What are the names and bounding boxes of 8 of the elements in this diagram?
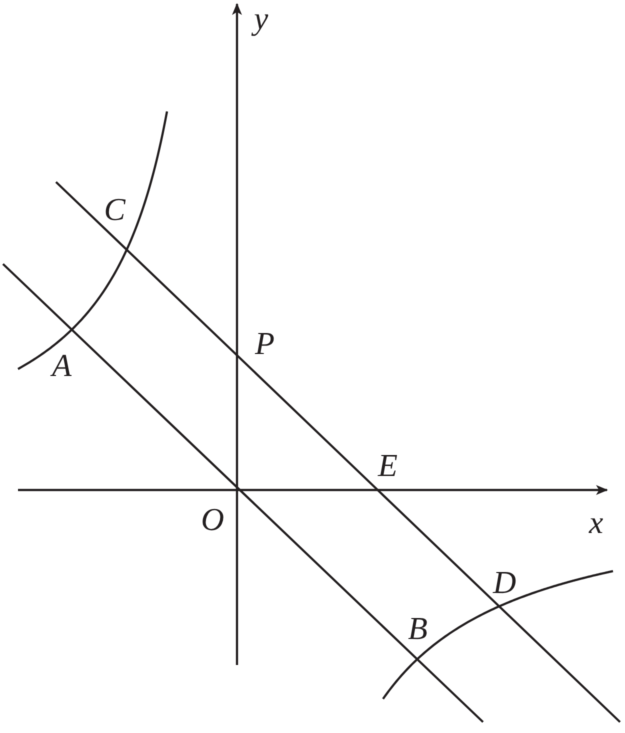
point-label: A bbox=[52, 349, 72, 381]
point-label: E bbox=[378, 449, 398, 481]
point-label: B bbox=[408, 612, 428, 644]
point-label: C bbox=[104, 193, 126, 225]
point-label: D bbox=[493, 566, 516, 598]
axis-label: x bbox=[589, 506, 604, 538]
point-label: O bbox=[201, 503, 224, 535]
point-label: P bbox=[255, 327, 275, 359]
